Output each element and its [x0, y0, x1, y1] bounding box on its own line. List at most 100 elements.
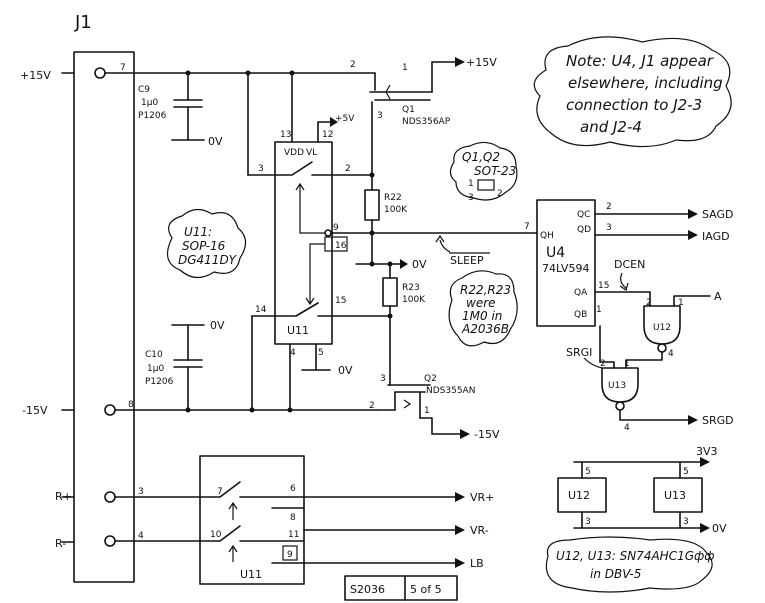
j1-net-m15: -15V	[22, 404, 48, 417]
q2-pin1: 1	[424, 406, 430, 416]
c9-ref: C9	[138, 85, 150, 95]
u11-gnd-label: 0V	[338, 364, 353, 377]
u11-pin2: 2	[345, 164, 351, 174]
u11b-pin8: 8	[290, 513, 296, 523]
srgd-wire	[619, 409, 689, 421]
q-pkg-pin3: 3	[468, 193, 474, 203]
u11-ref: U11	[287, 324, 309, 337]
u4-part: 74LV594	[542, 262, 589, 275]
u11-pkg-line3: DG411DY	[178, 253, 238, 267]
u11-vl: VL	[306, 148, 317, 158]
note-line2: elsewhere, including	[568, 74, 723, 92]
u11b-ctrl1-arrow	[228, 501, 238, 510]
u12-pin2: 2	[646, 298, 652, 308]
u11-pin15: 15	[335, 296, 346, 306]
u4-pin2: 2	[606, 202, 612, 212]
r23-value: 100K	[402, 295, 426, 305]
sagd-arrow	[688, 209, 698, 219]
lb-arrow	[455, 558, 465, 568]
u11-pin5: 5	[318, 348, 324, 358]
u11b-body	[199, 455, 305, 585]
j1-pin7: 7	[120, 63, 126, 73]
j1-pin3: 3	[138, 487, 144, 497]
u11-pkg-line2: SOP-16	[182, 239, 226, 253]
note-line3: connection to J2-3	[566, 96, 702, 114]
c10-value: 1μ0	[147, 364, 164, 374]
u4-qd: QD	[577, 225, 591, 235]
r-note-cloud	[448, 270, 518, 347]
c9-gnd-label: 0V	[208, 135, 223, 148]
q-pkg-drawing	[477, 179, 495, 191]
r22-value: 100K	[384, 205, 408, 215]
u13-pin2: 2	[600, 359, 606, 369]
vrp-label: VR+	[470, 491, 494, 504]
u11b-ctrl2-arrow	[228, 544, 238, 553]
c10-pkg: P1206	[145, 377, 174, 387]
q2-pin3: 3	[380, 374, 386, 384]
j1-pin7-terminal	[94, 67, 106, 79]
u13-pin1: 1	[624, 359, 630, 369]
j1-ref: J1	[74, 12, 92, 33]
ov-mid-label: 0V	[412, 258, 427, 271]
r-note-line2: were	[466, 296, 496, 310]
srgi-label: SRGI	[566, 346, 592, 359]
p15-right-label: +15V	[466, 56, 497, 69]
vrm-label: VR-	[470, 524, 489, 537]
r23-body	[382, 277, 398, 307]
u12-pwr-pin3: 3	[585, 517, 591, 527]
title-block	[344, 575, 458, 601]
m15-right-label: -15V	[474, 428, 500, 441]
u11b-pin6: 6	[290, 484, 296, 494]
q1-part: NDS356AP	[402, 117, 451, 127]
u11-pin16: 16	[335, 241, 347, 251]
q-pkg-line2: SOT-23	[474, 164, 516, 178]
u13-pwr-pin3: 3	[683, 517, 689, 527]
u11-pin4: 4	[290, 348, 296, 358]
u13-pwr-body	[653, 477, 703, 513]
lb-label: LB	[470, 557, 484, 570]
u12-pin1-wire	[673, 295, 711, 307]
iagd-arrow	[688, 230, 698, 240]
r-note-line3: 1M0 in	[462, 309, 502, 323]
u11-pin15-junction	[387, 313, 393, 319]
u11b-sw2	[199, 525, 241, 542]
u4-qb-to-u13	[599, 361, 615, 369]
q1-ref: Q1	[402, 105, 415, 115]
u4-pin7: 7	[524, 222, 530, 232]
u12-pin4: 4	[668, 349, 674, 359]
ov-mid-junction-a	[369, 261, 375, 267]
sleep-pointer	[439, 239, 451, 253]
q1-pin2: 2	[350, 60, 356, 70]
u4-pin15: 15	[598, 281, 609, 291]
v3v3-label: 3V3	[696, 445, 718, 458]
c10-ref: C10	[145, 350, 163, 360]
p5-arrow	[330, 117, 338, 127]
u11-pin14: 14	[255, 305, 267, 315]
sleep-pointer-arrow	[435, 234, 445, 243]
u11-pin2-junction	[369, 172, 375, 178]
dcen-pointer-arrow	[619, 282, 629, 291]
u11-pin9-terminal	[324, 229, 332, 237]
u11-pin12: 12	[322, 130, 333, 140]
q2-ref: Q2	[424, 374, 437, 384]
q1-pin1: 1	[402, 63, 408, 73]
note-line1: Note: U4, J1 appear	[566, 52, 714, 70]
c10-junction	[185, 407, 191, 413]
u4-qb: QB	[574, 310, 587, 320]
u13-ref: U13	[608, 381, 626, 391]
u12-ref: U12	[653, 323, 671, 333]
srgi-pointer	[583, 357, 603, 369]
u11-body	[274, 141, 333, 345]
title-doc: S2036	[350, 583, 385, 596]
a-label: A	[714, 290, 722, 303]
u11-pin9: 9	[333, 223, 339, 233]
r22-body	[364, 189, 380, 221]
dcen-label: DCEN	[614, 258, 645, 271]
sleep-label: SLEEP	[450, 254, 484, 267]
j1-pin3-terminal	[104, 491, 116, 503]
c10-side-junction	[249, 407, 255, 413]
u11-pin4-junction	[287, 407, 293, 413]
u13-pwr-ref: U13	[664, 489, 686, 502]
q2-part: NDS355AN	[426, 386, 475, 396]
